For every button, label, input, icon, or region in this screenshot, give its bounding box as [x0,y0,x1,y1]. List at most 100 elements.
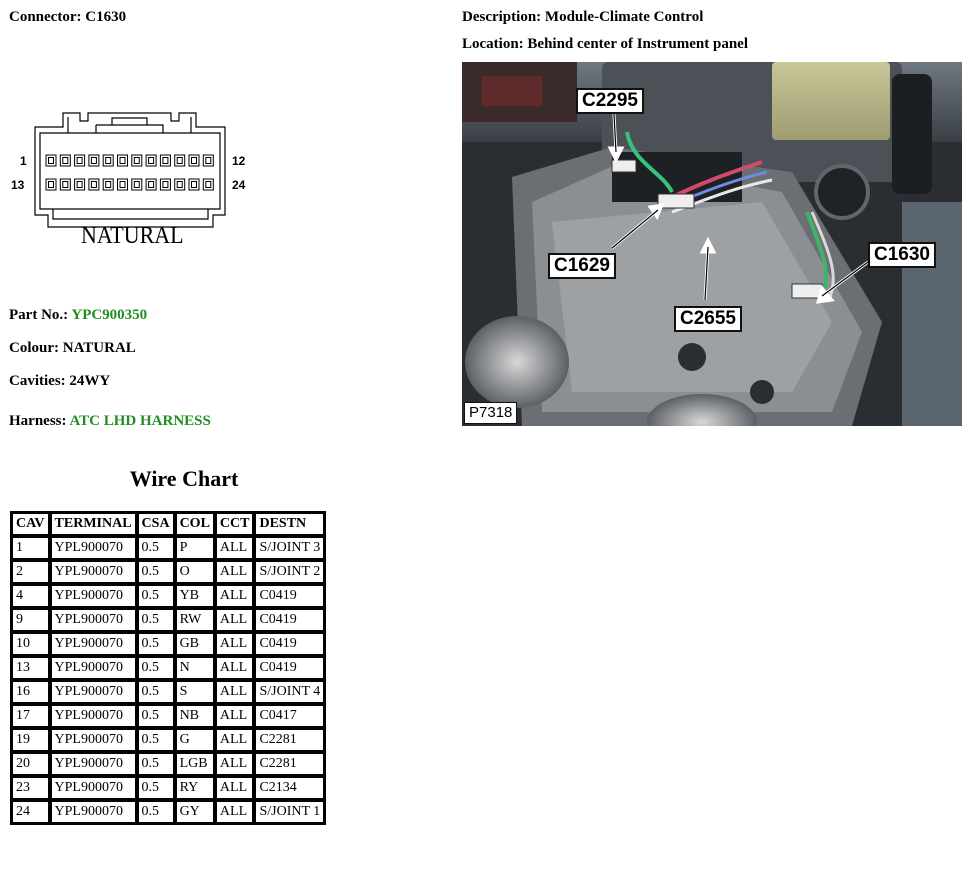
cell-destn: S/JOINT 3 [253,537,325,561]
pin-contact [119,157,126,164]
callout-c2655: C2655 [674,306,742,332]
cell-cct: ALL [213,801,254,823]
colour-label: Colour: [9,340,59,356]
colour-line: Colour: NATURAL [9,340,136,357]
location-photo: C2295 C1629 C2655 C1630 P7318 [462,62,962,426]
cell-destn: C0417 [253,705,325,729]
col-header-csa: CSA [135,513,174,537]
cell-cct: ALL [213,681,254,705]
cell-terminal: YPL900070 [48,753,136,777]
part-no-label: Part No.: [9,307,69,323]
cell-col: S [173,681,214,705]
cell-col: NB [173,705,214,729]
cell-terminal: YPL900070 [48,681,136,705]
location-label: Location: [462,36,524,52]
cell-cct: ALL [213,585,254,609]
pin-contact [162,157,169,164]
pin-contact [48,157,54,164]
connector-colour-caption: NATURAL [81,222,184,249]
pin-contact [148,157,155,164]
cell-cct: ALL [213,729,254,753]
cell-csa: 0.5 [135,657,174,681]
cell-csa: 0.5 [135,801,174,823]
cell-terminal: YPL900070 [48,537,136,561]
cell-cav: 16 [12,681,49,705]
pin-contact [62,181,69,188]
pin-contact [48,181,54,188]
col-header-terminal: TERMINAL [48,513,136,537]
cell-cav: 10 [12,633,49,657]
cell-cct: ALL [213,777,254,801]
cell-terminal: YPL900070 [48,705,136,729]
cell-col: GB [173,633,214,657]
cell-terminal: YPL900070 [48,801,136,823]
pin-contact [76,181,83,188]
harness-link[interactable]: ATC LHD HARNESS [69,413,211,429]
col-header-cct: CCT [213,513,254,537]
cell-col: YB [173,585,214,609]
col-header-destn: DESTN [253,513,325,537]
location-value: Behind center of Instrument panel [527,36,748,52]
cavities-label: Cavities: [9,373,66,389]
col-header-cav: CAV [12,513,49,537]
cell-col: G [173,729,214,753]
cell-csa: 0.5 [135,633,174,657]
pin-contact [62,157,69,164]
cell-cav: 17 [12,705,49,729]
pin-contact [205,157,212,164]
pin-contact [90,181,97,188]
callout-c1629: C1629 [548,253,616,279]
part-no-link[interactable]: YPC900350 [71,307,148,323]
cell-csa: 0.5 [135,777,174,801]
cell-csa: 0.5 [135,561,174,585]
cell-cct: ALL [213,537,254,561]
col-header-col: COL [173,513,214,537]
cell-col: N [173,657,214,681]
cell-cct: ALL [213,633,254,657]
cell-terminal: YPL900070 [48,777,136,801]
pin-contact [90,157,97,164]
pin-contact [191,157,197,164]
cell-cav: 1 [12,537,49,561]
pin-contact [76,157,83,164]
cell-destn: C0419 [253,657,325,681]
pin-contact [105,157,112,164]
cell-cct: ALL [213,561,254,585]
cell-terminal: YPL900070 [48,729,136,753]
cell-col: RW [173,609,214,633]
cell-col: RY [173,777,214,801]
location-photo-illustration [462,62,962,426]
harness-line: Harness: ATC LHD HARNESS [9,413,211,430]
cell-csa: 0.5 [135,729,174,753]
pin-contact [176,157,183,164]
pin-contact [133,181,140,188]
cell-terminal: YPL900070 [48,561,136,585]
cell-cct: ALL [213,657,254,681]
pin-label-24: 24 [232,178,246,192]
cell-col: O [173,561,214,585]
pin-label-13: 13 [11,178,25,192]
part-no-line: Part No.: YPC900350 [9,307,147,324]
cell-csa: 0.5 [135,705,174,729]
cell-terminal: YPL900070 [48,609,136,633]
cell-destn: C2134 [253,777,325,801]
table-header-row: CAV TERMINAL CSA COL CCT DESTN [12,513,325,537]
cell-csa: 0.5 [135,681,174,705]
callout-c1630: C1630 [868,242,936,268]
pin-contact [133,157,140,164]
pin-contact [205,181,212,188]
description-line: Description: Module-Climate Control [462,9,703,26]
cell-col: LGB [173,753,214,777]
wire-chart-title: Wire Chart [129,466,239,491]
cell-col: GY [173,801,214,823]
